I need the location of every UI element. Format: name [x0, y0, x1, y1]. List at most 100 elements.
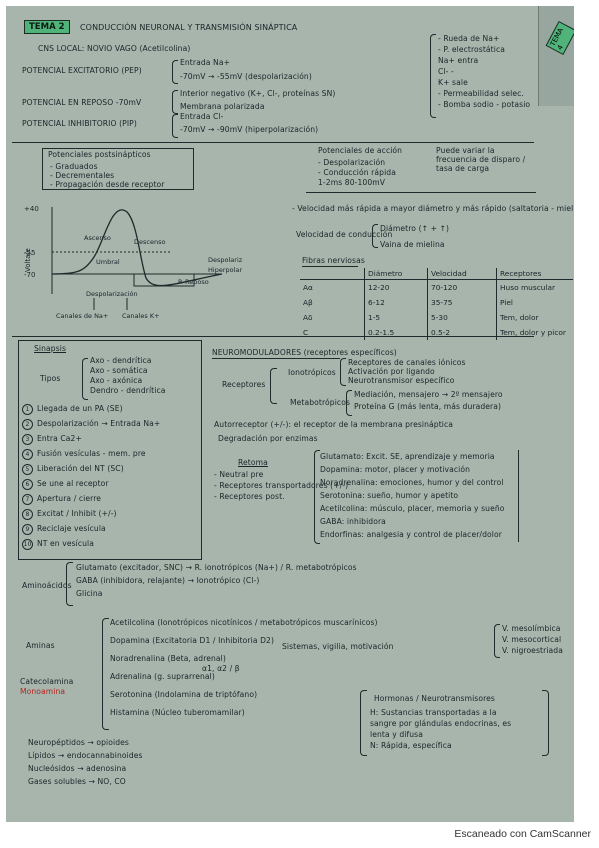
synapse-box [18, 340, 202, 560]
receptors-label: Receptores [222, 380, 266, 389]
graph-tick-70: -70 [24, 271, 35, 279]
monoamine-label: Monoamina [20, 687, 66, 696]
action-potential-item: 1-2ms 80-100mV [318, 178, 386, 187]
synapse-step: 10 NT en vesícula [22, 539, 160, 554]
graph-label-hiper: Hiperpolarización [208, 266, 242, 274]
action-potential-item: - Despolarización [318, 158, 386, 167]
amine-item: Noradrenalina (Beta, adrenal) [110, 654, 226, 663]
dopamine-pathway-item: V. mesocortical [502, 635, 562, 644]
aminoacids-brace [66, 562, 73, 606]
right-list-item: - Permeabilidad selec. [438, 89, 524, 98]
page-subtitle: CNS LOCAL: NOVIO VAGO (Acetilcolina) [38, 44, 191, 53]
pep-line2: -70mV → -55mV (despolarización) [180, 72, 312, 81]
amines-list: Acetilcolina (Ionotrópicos nicotínicos /… [110, 618, 378, 726]
step-text: Fusión vesículas - mem. pre [37, 449, 146, 458]
hormones-line: N: Rápida, específica [370, 741, 452, 750]
velocity-opt2: Vaina de mielina [380, 240, 445, 249]
right-list-brace [430, 34, 436, 118]
step-number: 2 [22, 419, 33, 430]
fiber-table-cell: 0.2-1.5 [364, 325, 428, 340]
ionotropic-item: Activación por ligando [348, 367, 435, 376]
pep-brace [172, 60, 178, 84]
nt-list-brace-left [314, 450, 320, 544]
synapse-type-item: Axo - axónica [90, 376, 143, 385]
nt-item: Acetilcolina: músculo, placer, memoria y… [320, 504, 505, 513]
ionotropic-label: Ionotrópicos [288, 368, 336, 377]
properties-title: Potenciales postsinápticos [48, 150, 151, 159]
fiber-table-cell: Tem, dolor y picor [500, 328, 566, 337]
amines-brace [102, 618, 109, 730]
reuptake-list: - Neutral pre- Receptores transportadore… [214, 470, 348, 503]
velocity-brace [372, 224, 378, 248]
divider-ap [306, 192, 536, 193]
step-text: NT en vesícula [37, 539, 95, 548]
reposo-line1: Interior negativo (K+, Cl-, proteínas SN… [180, 89, 336, 98]
right-list-item: - P. electrostática [438, 45, 505, 54]
autoreceptor-note: Autorreceptor (+/-): el receptor de la m… [214, 420, 454, 429]
dopamine-pathway-item: V. nigroestriada [502, 646, 563, 655]
step-number: 3 [22, 434, 33, 445]
topic-tag: TEMA 2 [24, 20, 70, 34]
amine-item: Histamina (Núcleo tuberomamilar) [110, 708, 245, 717]
catecholamine-label: Catecolamina [20, 677, 74, 686]
action-potential-graph: +40 -55 -70 Voltaje Ascenso Descenso Umb… [24, 205, 242, 320]
fiber-table-cell: C [300, 325, 365, 340]
step-number: 1 [22, 404, 33, 415]
metabotropic-brace [346, 390, 352, 416]
graph-tick-40: +40 [24, 205, 39, 213]
aminoacids-list: Glutamato (excitador, SNC) → R. ionotróp… [76, 563, 357, 602]
synapse-step: 2 Despolarización → Entrada Na+ [22, 419, 160, 434]
amine-item: Adrenalina (g. suprarrenal) [110, 672, 215, 681]
reposo-label: POTENCIAL EN REPOSO -70mV [22, 98, 142, 107]
graph-curve [51, 209, 223, 287]
fiber-table-cell: Huso muscular [500, 283, 556, 292]
graph-label-descenso: Descenso [134, 238, 165, 246]
amines-label: Aminas [26, 641, 55, 650]
nt-list-bracket-right [518, 450, 519, 542]
fiber-table-header: Diámetro [364, 268, 428, 280]
properties-list: - Graduados- Decrementales- Propagación … [50, 162, 165, 189]
fiber-table-cell: Aα [300, 279, 365, 295]
right-list-item: - Rueda de Na+ [438, 34, 500, 43]
amine-item: Serotonina (Indolamina de triptófano) [110, 690, 258, 699]
properties-item: - Propagación desde receptor [50, 180, 165, 189]
step-number: 10 [22, 539, 33, 550]
pip-label: POTENCIAL INHIBITORIO (PIP) [22, 119, 137, 128]
hormones-line: lenta y difusa [370, 730, 423, 739]
action-potentials-title: Potenciales de acción [318, 146, 403, 155]
page-title: CONDUCCIÓN NEURONAL Y TRANSMISIÓN SINÁPT… [80, 23, 298, 32]
other-nt-item: Nucleósidos → adenosina [28, 764, 127, 773]
synapse-type-item: Axo - somática [90, 366, 148, 375]
synapse-types-brace [82, 358, 88, 400]
neuromod-underline [212, 358, 340, 359]
receptors-brace [270, 368, 277, 404]
fiber-table-cell: 12-20 [364, 279, 428, 295]
degradation-note: Degradación por enzimas [218, 434, 318, 443]
fiber-table-cell: 35-75 [427, 295, 497, 310]
step-number: 5 [22, 464, 33, 475]
fiber-table-header: Velocidad [427, 268, 497, 280]
synapse-types-label: Tipos [40, 374, 61, 383]
step-text: Despolarización → Entrada Na+ [37, 419, 161, 428]
reuptake-item: - Receptores transportadores (+/-) [214, 481, 349, 490]
right-list-item: K+ sale [438, 78, 468, 87]
right-list-item: Cl- - [438, 67, 454, 76]
step-number: 9 [22, 524, 33, 535]
amine-item: Dopamina (Excitatoria D1 / Inhibitoria D… [110, 636, 275, 645]
nt-item: GABA: inhibidora [320, 517, 386, 526]
amine-item: Acetilcolina (Ionotrópicos nicotínicos /… [110, 618, 378, 627]
pep-label: POTENCIAL EXCITATORIO (PEP) [22, 66, 142, 75]
reuptake-item: - Receptores post. [214, 492, 285, 501]
fiber-table-cell: Piel [500, 298, 513, 307]
